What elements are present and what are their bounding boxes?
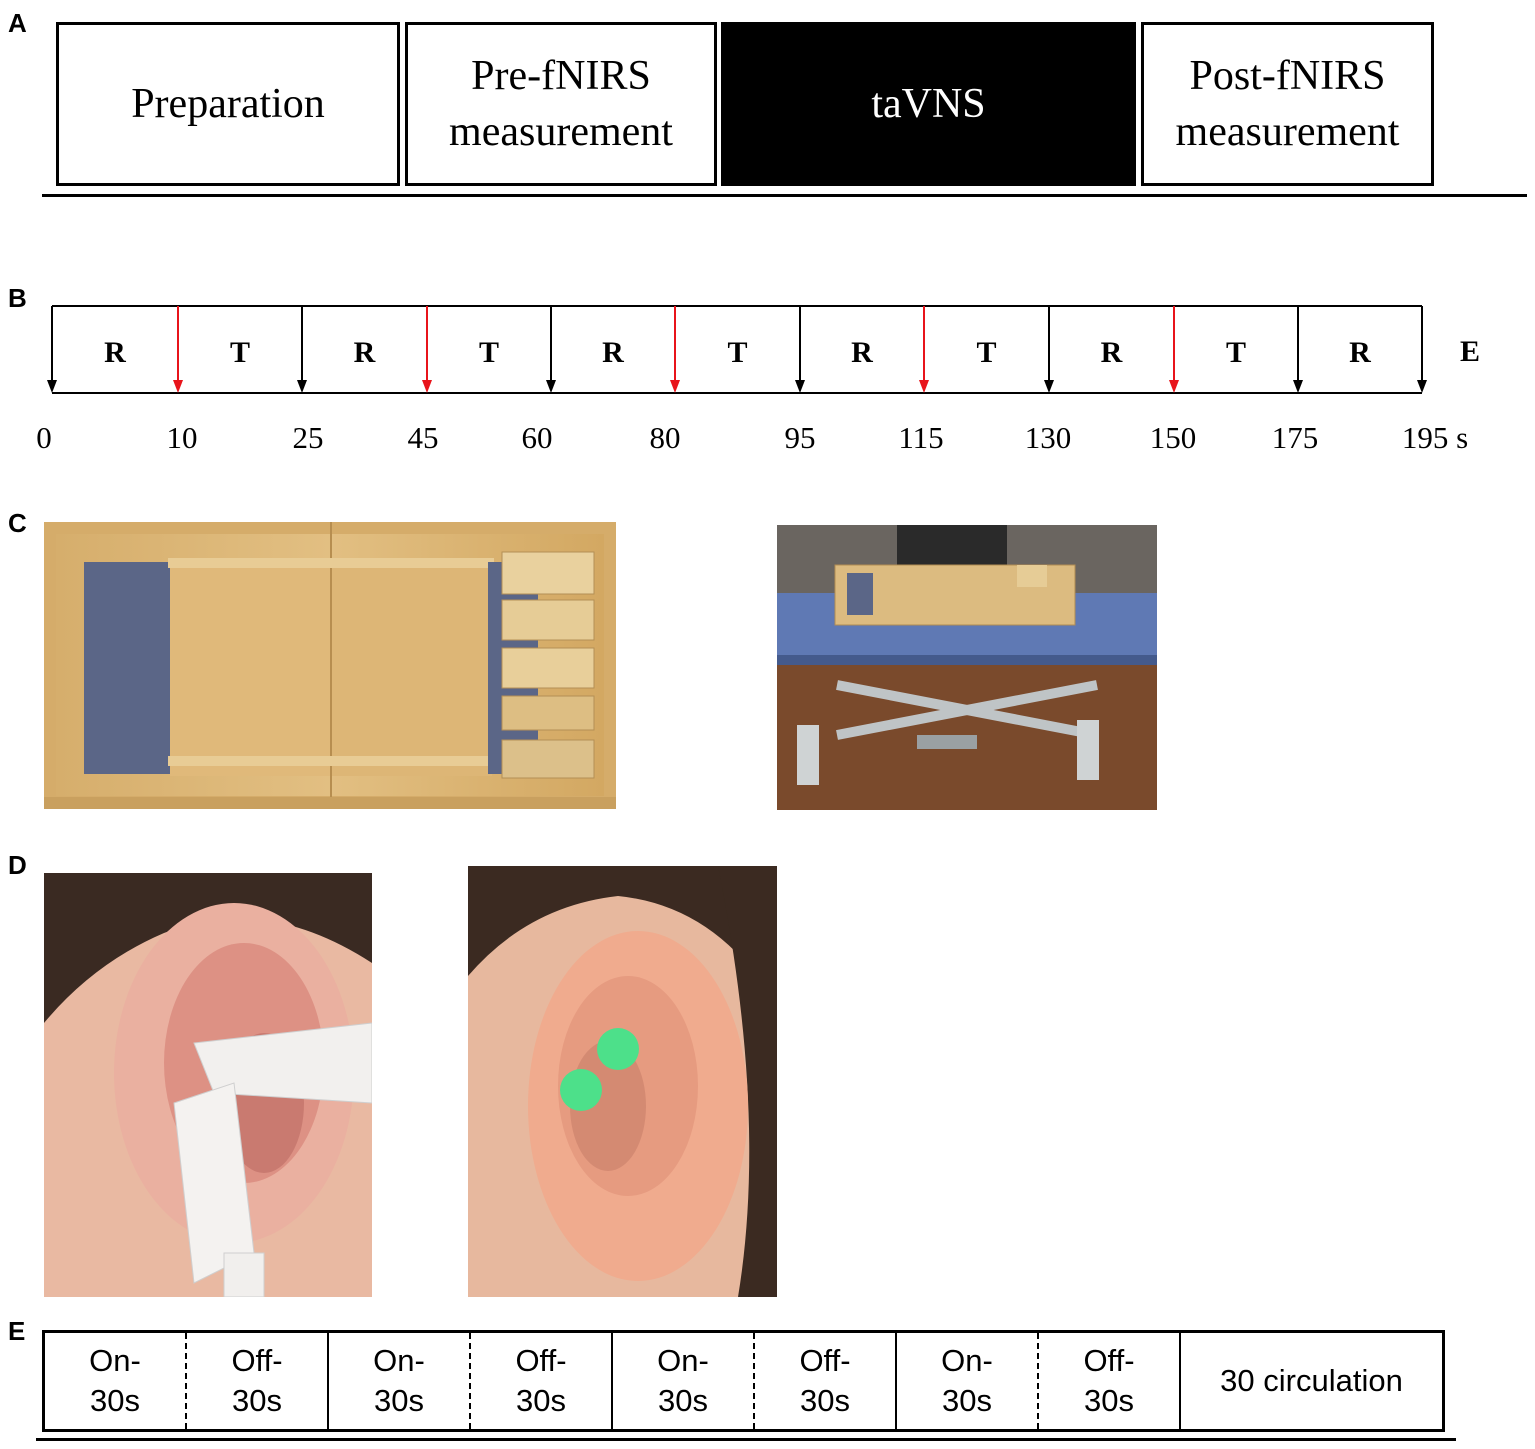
cycle-cell-on: On- 30s [897,1333,1039,1429]
cycle-line1: On- [89,1343,141,1378]
task-block-label: T [1226,336,1246,369]
cycle-line1: On- [373,1343,425,1378]
ear-with-electrode-clip-photo [44,873,372,1297]
cycle-line2: 30s [800,1383,850,1418]
ear-stimulation-sites-photo [468,866,777,1297]
phase-baseline [42,194,1527,197]
cycle-repeat-label: 30 circulation [1181,1333,1442,1429]
stimulation-site-marker [597,1028,639,1070]
phase-pre-fnirs: Pre-fNIRS measurement [405,22,717,186]
panel-label-c: C [8,508,27,538]
rest-block-label: R [354,336,376,369]
cycle-line1: On- [657,1343,709,1378]
task-block-label: T [479,336,499,369]
stimulation-site-marker [560,1069,602,1111]
cycle-cell-on: On- 30s [613,1333,755,1429]
phase-line1: Pre-fNIRS [471,53,651,99]
cycle-line2: 30s [658,1383,708,1418]
cycle-line2: 30s [1084,1383,1134,1418]
rest-block-label: R [851,336,873,369]
panel-label-d: D [8,850,27,880]
cycle-line1: Off- [231,1343,283,1378]
task-block-label: T [727,336,747,369]
timeline-arrow-head [546,380,556,393]
timeline-arrow-head [297,380,307,393]
rest-block-label: R [1101,336,1123,369]
timeline-arrow-head [422,380,432,393]
time-tick-label: 10 [167,420,198,455]
timeline-arrow-head [47,380,57,393]
cycle-line1: On- [941,1343,993,1378]
cycle-cell-off: Off- 30s [187,1333,329,1429]
timeline-arrow-head [173,380,183,393]
cycle-repeat-text: 30 circulation [1220,1363,1403,1398]
phase-line1: Post-fNIRS [1189,53,1386,99]
phase-post-fnirs: Post-fNIRS measurement [1141,22,1434,186]
time-tick-label: 150 [1150,420,1197,455]
end-label: E [1460,335,1480,368]
phase-preparation: Preparation [56,22,400,186]
time-tick-label: 175 [1272,420,1319,455]
phase-tavns: taVNS [721,22,1136,186]
time-tick-label: 80 [650,420,681,455]
time-tick-label: 115 [898,420,943,455]
cycle-cell-off: Off- 30s [471,1333,613,1429]
cycle-cell-on: On- 30s [45,1333,187,1429]
task-block-label: T [976,336,996,369]
phase-line2: measurement [1175,109,1400,155]
time-tick-label: 0 [36,420,52,455]
phase-line1: Preparation [131,81,325,127]
time-tick-label: 195 s [1402,420,1468,455]
cycle-line2: 30s [942,1383,992,1418]
rest-block-label: R [104,336,126,369]
timeline-arrow-head [919,380,929,393]
time-tick-label: 45 [408,420,439,455]
time-tick-label: 130 [1025,420,1072,455]
rest-block-label: R [602,336,624,369]
time-tick-label: 25 [293,420,324,455]
cycle-baseline [36,1438,1456,1441]
cycle-cell-off: Off- 30s [1039,1333,1181,1429]
phase-line1: taVNS [871,81,986,127]
panel-label-a: A [8,8,27,38]
cycle-line1: Off- [515,1343,567,1378]
treatment-bed-photo [777,525,1157,810]
block-timeline: R T R T R T R T R T R 0 10 25 45 60 80 95 115 130 150 175 195… [36,305,1480,455]
phase-line2: measurement [449,109,673,155]
timeline-arrow-head [1169,380,1179,393]
timeline-arrow-head [1293,380,1303,393]
timeline-arrow-head [1044,380,1054,393]
rest-block-label: R [1349,336,1371,369]
panel-label-b: B [8,283,27,313]
time-tick-label: 60 [522,420,553,455]
timeline-arrow-head [1417,380,1427,393]
stimulation-cycle-box: On- 30s Off- 30s On- 30s Off- 30s On- 30… [42,1330,1445,1432]
time-tick-label: 95 [785,420,816,455]
task-block-label: T [230,336,250,369]
cycle-cell-on: On- 30s [329,1333,471,1429]
panel-label-e: E [8,1316,26,1346]
cycle-cell-off: Off- 30s [755,1333,897,1429]
cycle-line1: Off- [1083,1343,1135,1378]
timeline-arrow-head [670,380,680,393]
cycle-line1: Off- [799,1343,851,1378]
cycle-line2: 30s [90,1383,140,1418]
timeline-arrow-head [795,380,805,393]
cycle-line2: 30s [516,1383,566,1418]
cycle-line2: 30s [374,1383,424,1418]
box-block-board-photo [44,522,616,809]
cycle-line2: 30s [232,1383,282,1418]
